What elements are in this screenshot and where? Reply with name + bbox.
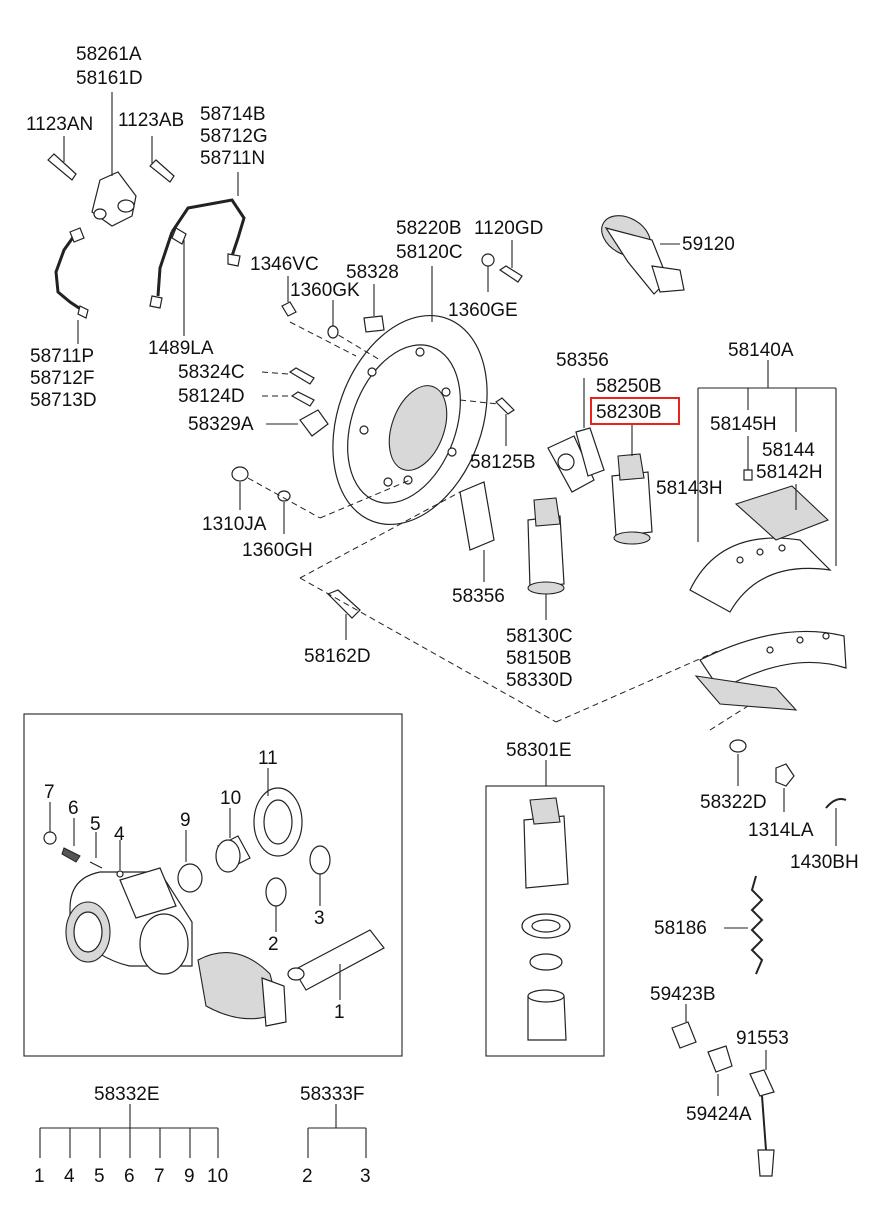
- label-59424A: 59424A: [686, 1104, 752, 1125]
- label-1360GE: 1360GE: [448, 300, 518, 321]
- label-58328: 58328: [346, 262, 399, 283]
- label-item-10: 10: [220, 788, 241, 809]
- label-91553: 91553: [736, 1028, 789, 1049]
- kit-58332E-item: 6: [124, 1166, 135, 1187]
- kit-58332E-item: 1: [34, 1166, 45, 1187]
- label-58712G: 58712G: [200, 126, 268, 147]
- label-58261A: 58261A: [76, 44, 142, 65]
- label-item-2: 2: [268, 934, 279, 955]
- label-1123AB: 1123AB: [118, 110, 184, 131]
- cylinder-exploded-view: [43, 768, 385, 1027]
- label-item-11: 11: [258, 748, 278, 769]
- label-item-6: 6: [68, 798, 79, 819]
- label-58162D: 58162D: [304, 646, 371, 667]
- kit-58332E-item: 4: [64, 1166, 75, 1187]
- part-labels: 58261A 58161D 1123AN 1123AB 58714B 58712…: [26, 44, 859, 1125]
- label-58140A: 58140A: [728, 340, 794, 361]
- label-1123AN: 1123AN: [26, 114, 93, 135]
- label-58322D: 58322D: [700, 792, 767, 813]
- gasket-group: [459, 378, 605, 582]
- label-58145H: 58145H: [710, 414, 777, 435]
- cylinder-assembly-box: [485, 785, 605, 1057]
- label-item-4: 4: [114, 824, 125, 845]
- label-1360GK: 1360GK: [290, 280, 360, 301]
- label-58124D: 58124D: [178, 386, 245, 407]
- brake-hose-group: [47, 92, 246, 344]
- backing-plate: [289, 266, 488, 526]
- kit-58332E-item: 7: [154, 1166, 165, 1187]
- kit-58332E-item: 9: [184, 1166, 195, 1187]
- label-item-1: 1: [334, 1002, 345, 1023]
- label-58144: 58144: [762, 440, 815, 461]
- kit-58333F-title: 58333F: [300, 1084, 364, 1105]
- label-58142H: 58142H: [756, 462, 823, 483]
- label-1360GH: 1360GH: [242, 540, 313, 561]
- label-58230B: 58230B: [596, 402, 662, 423]
- brake-shoe-group: [689, 360, 847, 711]
- kit-tree-58333F: [307, 1104, 367, 1158]
- label-58250B: 58250B: [596, 376, 662, 397]
- label-1310JA: 1310JA: [202, 514, 267, 535]
- cylinder-assembly-view: [521, 797, 571, 1041]
- label-58324C: 58324C: [178, 362, 245, 383]
- kit-58332E-title: 58332E: [94, 1084, 160, 1105]
- label-58356-lower: 58356: [452, 586, 505, 607]
- label-58130C: 58130C: [506, 626, 573, 647]
- label-58220B: 58220B: [396, 218, 462, 239]
- actuator-59120: [601, 215, 685, 295]
- label-58713D: 58713D: [30, 390, 97, 411]
- highlight-box: [590, 397, 680, 425]
- kit-labels: 58332E 1 4 5 6 7 9 10 58333F 2 3: [34, 1084, 371, 1187]
- label-58329A: 58329A: [188, 414, 254, 435]
- adjuster-group: [299, 491, 749, 731]
- label-58712F: 58712F: [30, 368, 94, 389]
- plate-hardware: [231, 240, 523, 534]
- label-1120GD: 1120GD: [474, 218, 543, 239]
- label-1346VC: 1346VC: [250, 254, 319, 275]
- label-1489LA: 1489LA: [148, 338, 214, 359]
- label-58330D: 58330D: [506, 670, 573, 691]
- label-58711N: 58711N: [200, 148, 265, 169]
- label-item-5: 5: [90, 814, 101, 835]
- label-58120C: 58120C: [396, 242, 463, 263]
- right-hardware: [671, 739, 847, 1177]
- label-58356-upper: 58356: [556, 350, 609, 371]
- label-1314LA: 1314LA: [748, 820, 814, 841]
- kit-58333F-item: 2: [302, 1166, 313, 1187]
- kit-58333F-item: 3: [360, 1166, 371, 1187]
- label-58711P: 58711P: [30, 346, 94, 367]
- kit-58332E-item: 10: [207, 1166, 228, 1187]
- label-58161D: 58161D: [76, 68, 143, 89]
- label-1430BH: 1430BH: [790, 852, 859, 873]
- label-58150B: 58150B: [506, 648, 572, 669]
- kit-tree-58332E: [39, 1104, 219, 1158]
- label-58301E: 58301E: [506, 740, 572, 761]
- wheel-cylinder-58130C: [527, 497, 565, 620]
- label-item-7: 7: [44, 782, 55, 803]
- label-58714B: 58714B: [200, 104, 266, 125]
- label-59120: 59120: [682, 234, 735, 255]
- kit-58332E-item: 5: [94, 1166, 105, 1187]
- label-58125B: 58125B: [470, 452, 536, 473]
- wheel-cylinder-58230B: [611, 424, 653, 545]
- label-item-3: 3: [314, 908, 325, 929]
- label-58143H: 58143H: [656, 478, 723, 499]
- label-58186: 58186: [654, 918, 707, 939]
- label-59423B: 59423B: [650, 984, 716, 1005]
- cylinder-kit-box: [23, 713, 403, 1057]
- label-item-9: 9: [180, 810, 191, 831]
